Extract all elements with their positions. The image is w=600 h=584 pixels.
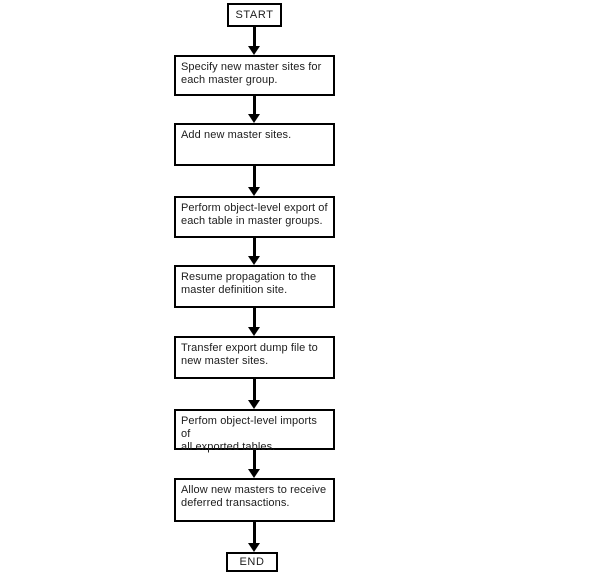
flow-arrow <box>248 379 261 409</box>
flow-node-end: END <box>226 552 278 572</box>
flow-node-step-6: Perfom object-level imports of all expor… <box>174 409 335 453</box>
arrowhead-down-icon <box>248 114 260 123</box>
flow-arrow <box>248 308 261 336</box>
arrow-stem <box>253 96 256 116</box>
arrowhead-down-icon <box>248 327 260 336</box>
flow-arrow <box>248 166 261 196</box>
flow-arrow <box>248 238 261 265</box>
arrow-stem <box>253 450 256 471</box>
flow-arrow <box>248 27 261 55</box>
arrowhead-down-icon <box>248 187 260 196</box>
flow-node-step-4: Resume propagation to the master definit… <box>174 265 335 308</box>
flow-node-step-5: Transfer export dump file to new master … <box>174 336 335 379</box>
flow-arrow <box>248 450 261 478</box>
flow-arrow <box>248 96 261 123</box>
flow-node-step-1: Specify new master sites for each master… <box>174 55 335 96</box>
arrow-stem <box>253 308 256 329</box>
arrow-stem <box>253 238 256 258</box>
flow-node-step-2: Add new master sites. <box>174 123 335 166</box>
arrowhead-down-icon <box>248 469 260 478</box>
arrow-stem <box>253 379 256 402</box>
flow-node-step-3: Perform object-level export of each tabl… <box>174 196 335 238</box>
arrowhead-down-icon <box>248 400 260 409</box>
flow-node-step-7: Allow new masters to receive deferred tr… <box>174 478 335 522</box>
arrow-stem <box>253 166 256 189</box>
arrowhead-down-icon <box>248 256 260 265</box>
arrowhead-down-icon <box>248 46 260 55</box>
flow-arrow <box>248 522 261 552</box>
arrow-stem <box>253 522 256 545</box>
flow-node-start: START <box>227 3 282 27</box>
arrowhead-down-icon <box>248 543 260 552</box>
arrow-stem <box>253 27 256 48</box>
